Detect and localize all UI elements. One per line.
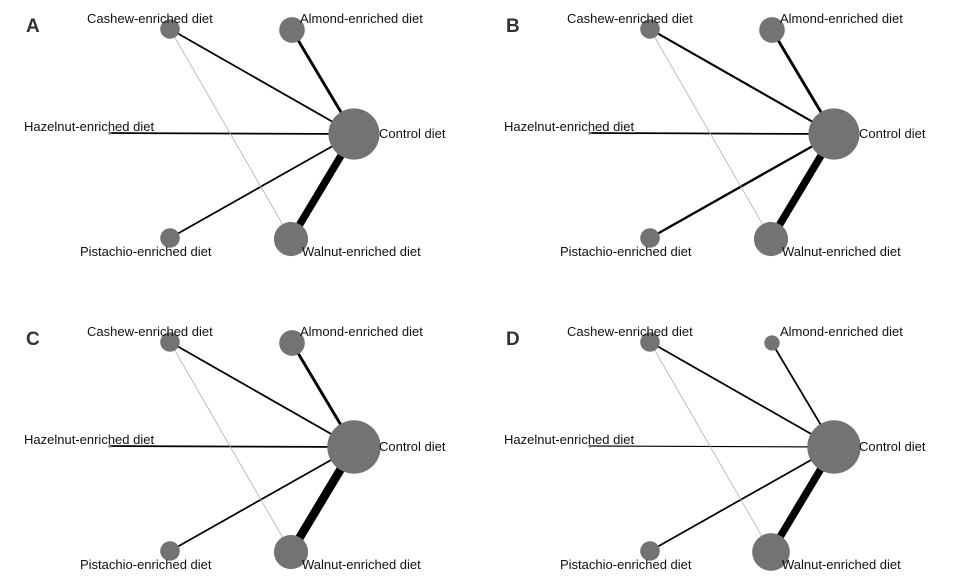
node-walnut (753, 221, 789, 257)
edge-pistachio-control (649, 132, 835, 240)
edge-hazelnut-control (589, 132, 835, 135)
label-control: Control diet (859, 126, 926, 141)
node-control (327, 420, 381, 474)
node-cashew (640, 19, 660, 39)
label-cashew: Cashew-enriched diet (87, 324, 213, 339)
label-pistachio: Pistachio-enriched diet (560, 244, 692, 259)
panel-letter: C (26, 329, 40, 350)
panel-letter: D (506, 329, 520, 350)
node-control (807, 420, 861, 474)
edge-pistachio-control (649, 446, 835, 552)
node-pistachio (160, 228, 180, 248)
edge-cashew-control (649, 341, 835, 448)
label-almond: Almond-enriched diet (780, 11, 903, 26)
node-almond (279, 330, 305, 356)
label-walnut: Walnut-enriched diet (782, 557, 901, 572)
label-control: Control diet (859, 439, 926, 454)
panel-letter: B (506, 16, 520, 37)
node-hazelnut (588, 131, 592, 135)
node-hazelnut (108, 444, 112, 448)
label-walnut: Walnut-enriched diet (782, 244, 901, 259)
edge-cashew-walnut (649, 341, 772, 553)
node-walnut (273, 221, 309, 257)
edge-cashew-control (649, 28, 835, 135)
edge-cashew-walnut (649, 28, 772, 240)
edge-hazelnut-control (109, 445, 355, 448)
node-cashew (160, 19, 180, 39)
node-cashew (640, 332, 660, 352)
label-hazelnut: Hazelnut-enriched diet (504, 432, 634, 447)
label-cashew: Cashew-enriched diet (567, 11, 693, 26)
edge-cashew-control (169, 28, 355, 135)
node-almond (759, 17, 785, 43)
node-control (328, 108, 380, 160)
node-walnut (273, 534, 309, 570)
node-hazelnut (588, 444, 592, 448)
label-pistachio: Pistachio-enriched diet (80, 557, 212, 572)
label-control: Control diet (379, 439, 446, 454)
panel-letter: A (26, 16, 40, 37)
node-pistachio (640, 541, 660, 561)
label-almond: Almond-enriched diet (780, 324, 903, 339)
edge-cashew-walnut (169, 341, 292, 553)
panel-c: Cashew-enriched diet Almond-enriched diet… (24, 324, 446, 572)
node-walnut (752, 533, 790, 571)
label-hazelnut: Hazelnut-enriched diet (24, 432, 154, 447)
edge-cashew-walnut (169, 28, 292, 240)
label-cashew: Cashew-enriched diet (87, 11, 213, 26)
edge-cashew-control (169, 341, 355, 448)
label-pistachio: Pistachio-enriched diet (560, 557, 692, 572)
label-walnut: Walnut-enriched diet (302, 557, 421, 572)
edge-hazelnut-control (589, 445, 835, 448)
label-control: Control diet (379, 126, 446, 141)
panel-b: Cashew-enriched diet Almond-enriched diet… (504, 11, 926, 259)
edge-pistachio-control (169, 446, 355, 552)
label-hazelnut: Hazelnut-enriched diet (24, 119, 154, 134)
label-hazelnut: Hazelnut-enriched diet (504, 119, 634, 134)
panel-d: Cashew-enriched diet Almond-enriched diet… (504, 324, 926, 572)
label-cashew: Cashew-enriched diet (567, 324, 693, 339)
label-pistachio: Pistachio-enriched diet (80, 244, 212, 259)
node-hazelnut (108, 131, 112, 135)
edge-pistachio-control (169, 133, 355, 239)
node-almond (764, 335, 780, 351)
label-almond: Almond-enriched diet (300, 11, 423, 26)
node-control (808, 108, 860, 160)
edge-hazelnut-control (109, 132, 355, 135)
node-almond (279, 17, 305, 43)
node-pistachio (640, 228, 660, 248)
panel-a: Cashew-enriched diet Almond-enriched diet… (24, 11, 446, 259)
node-pistachio (160, 541, 180, 561)
label-almond: Almond-enriched diet (300, 324, 423, 339)
label-walnut: Walnut-enriched diet (302, 244, 421, 259)
node-cashew (160, 332, 180, 352)
